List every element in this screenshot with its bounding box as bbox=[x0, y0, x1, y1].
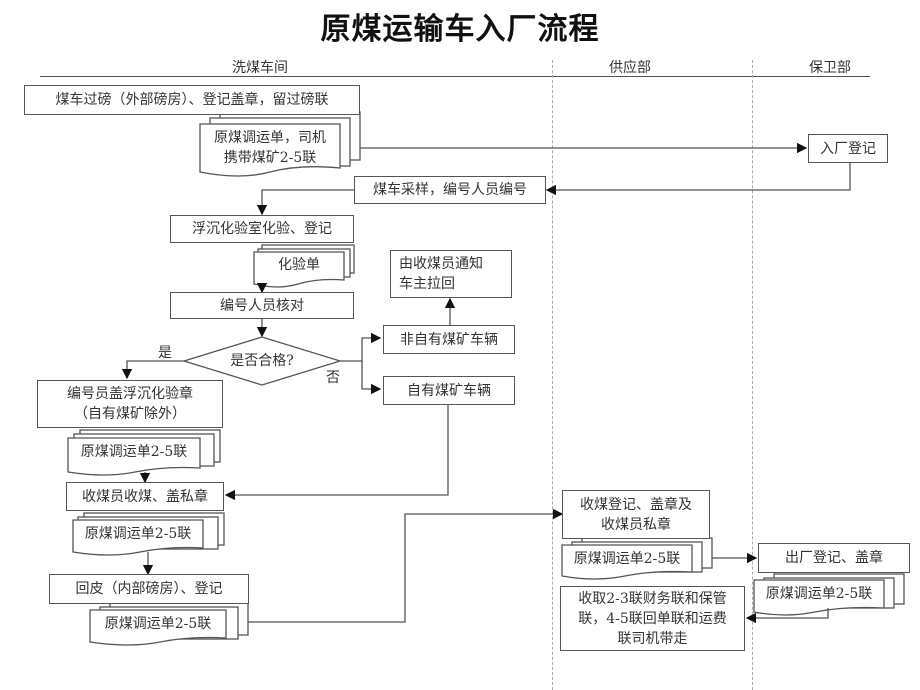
step-tare: 回皮（内部磅房）、登记 bbox=[49, 574, 249, 604]
notify-line: 由收煤员通知 bbox=[399, 256, 483, 272]
supply-line: 收煤登记、盖章及 bbox=[580, 496, 692, 513]
doc-dispatch-note-2: 原煤调运单2-5联 bbox=[80, 444, 188, 460]
step-check: 编号人员核对 bbox=[170, 292, 354, 319]
step-sampling: 煤车采样，编号人员编号 bbox=[354, 176, 546, 204]
doc-dispatch-note-5: 原煤调运单2-5联 bbox=[573, 551, 681, 567]
step-non-own-vehicle: 非自有煤矿车辆 bbox=[383, 325, 515, 354]
lane-label-supply: 供应部 bbox=[609, 60, 651, 76]
lane-label-washing: 洗煤车间 bbox=[232, 60, 288, 76]
doc-line: 原煤调运单，司机 bbox=[214, 130, 326, 146]
notify-line: 车主拉回 bbox=[399, 276, 455, 292]
doc-lab-report: 化验单 bbox=[278, 257, 320, 273]
decision-label: 是否合格? bbox=[230, 353, 294, 369]
step-supply-register: 收煤登记、盖章及 收煤员私章 bbox=[562, 490, 710, 539]
step-collect: 收取2-3联财务联和保管 联，4-5联回单联和运费 联司机带走 bbox=[560, 586, 745, 651]
collect-line: 联司机带走 bbox=[617, 630, 688, 647]
step-stamp: 编号员盖浮沉化验章 （自有煤矿除外） bbox=[37, 380, 223, 428]
doc-stack-6 bbox=[753, 573, 905, 616]
step-exit-register: 出厂登记、盖章 bbox=[758, 543, 910, 573]
doc-stack-3 bbox=[72, 512, 225, 556]
step-notify-return: 由收煤员通知 车主拉回 bbox=[390, 250, 512, 298]
lane-divider-2 bbox=[752, 60, 753, 690]
doc-stack-lab bbox=[253, 244, 355, 288]
doc-stack-4 bbox=[89, 602, 249, 646]
doc-stack-5 bbox=[561, 537, 713, 580]
no-label: 否 bbox=[326, 370, 340, 386]
collect-line: 联，4-5联回单联和运费 bbox=[578, 610, 727, 627]
decision-diamond bbox=[181, 336, 343, 386]
step-own-vehicle: 自有煤矿车辆 bbox=[383, 376, 515, 405]
step-register-in: 入厂登记 bbox=[808, 134, 888, 163]
yes-label: 是 bbox=[158, 345, 172, 361]
doc-line: 携带煤矿2-5联 bbox=[223, 150, 317, 166]
lane-label-security: 保卫部 bbox=[809, 60, 851, 76]
doc-dispatch-note-4: 原煤调运单2-5联 bbox=[104, 616, 212, 632]
doc-stack-1 bbox=[199, 111, 361, 177]
supply-line: 收煤员私章 bbox=[601, 516, 671, 533]
stamp-line: 编号员盖浮沉化验章 bbox=[67, 386, 193, 402]
doc-dispatch-note-1: 原煤调运单，司机 携带煤矿2-5联 bbox=[200, 128, 340, 168]
page-title: 原煤运输车入厂流程 bbox=[320, 12, 600, 47]
doc-dispatch-note-3: 原煤调运单2-5联 bbox=[84, 526, 192, 542]
step-weigh-in: 煤车过磅（外部磅房）、登记盖章，留过磅联 bbox=[24, 85, 360, 115]
collect-line: 收取2-3联财务联和保管 bbox=[578, 590, 727, 607]
step-lab-test: 浮沉化验室化验、登记 bbox=[170, 215, 354, 243]
doc-stack-2 bbox=[67, 429, 221, 476]
lane-divider-1 bbox=[552, 60, 553, 690]
lane-header-divider bbox=[40, 76, 870, 77]
doc-dispatch-note-6: 原煤调运单2-5联 bbox=[765, 586, 873, 602]
stamp-line: （自有煤矿除外） bbox=[74, 406, 186, 422]
step-receive: 收煤员收煤、盖私章 bbox=[66, 482, 224, 511]
